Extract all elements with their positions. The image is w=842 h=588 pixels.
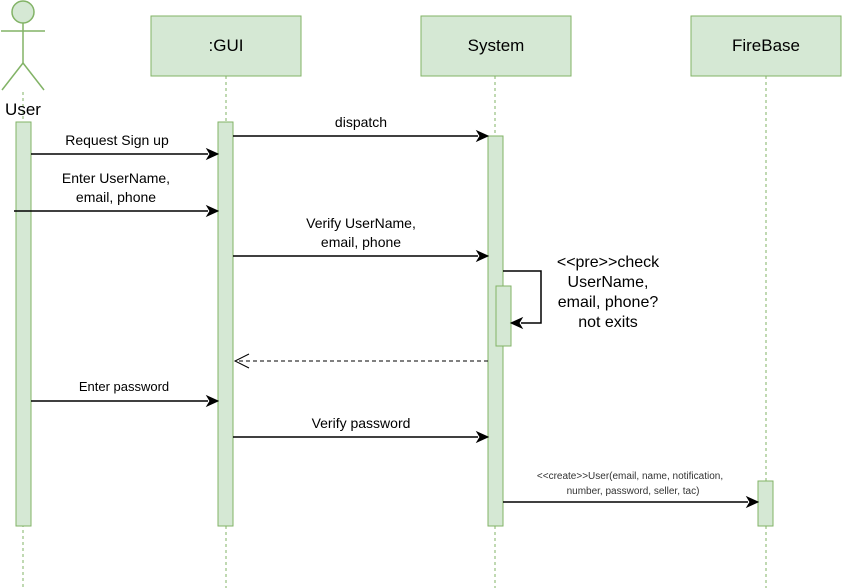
arrow-head (475, 129, 490, 143)
message-verify-username[interactable]: Verify UserName, email, phone (233, 215, 490, 263)
message-return[interactable] (233, 353, 488, 369)
message-create-user[interactable]: <<create>>User(email, name, notification… (503, 471, 760, 509)
arrow-head (509, 316, 524, 330)
note-line1: <<pre>>check (557, 254, 660, 271)
arrow-head (205, 147, 220, 161)
message-label: Request Sign up (65, 132, 169, 148)
message-label-line1: Enter UserName, (62, 170, 170, 186)
actor-right-leg (22, 62, 45, 91)
note-line2: UserName, (568, 274, 649, 291)
arrow-head (745, 495, 760, 509)
message-verify-password[interactable]: Verify password (233, 415, 490, 444)
lifeline-firebase[interactable]: FireBase (690, 15, 842, 77)
self-call-line (503, 270, 542, 324)
system-self-activation-bar[interactable] (495, 285, 512, 347)
lifeline-gui[interactable]: :GUI (150, 15, 302, 77)
message-label-line1: Verify UserName, (306, 215, 416, 231)
lifeline-label: :GUI (209, 36, 244, 55)
lifeline-system[interactable]: System (420, 15, 572, 77)
open-arrow-head (233, 353, 250, 369)
gui-activation-bar[interactable] (217, 121, 234, 527)
self-call-note: <<pre>>check UserName, email, phone? not… (557, 254, 660, 331)
message-self-check[interactable]: <<pre>>check UserName, email, phone? not… (503, 254, 660, 331)
lifeline-box[interactable] (690, 15, 842, 77)
lifeline-label: System (468, 36, 525, 55)
arrow-head (205, 204, 220, 218)
message-label-line1: <<create>>User(email, name, notification… (537, 471, 723, 482)
message-label-line2: email, phone (321, 234, 401, 250)
message-request-sign-up[interactable]: Request Sign up (31, 132, 220, 161)
actor-head (11, 0, 35, 24)
arrow-head (475, 249, 490, 263)
lifeline-box[interactable] (150, 15, 302, 77)
lifeline-label: FireBase (732, 36, 800, 55)
user-activation-bar[interactable] (15, 121, 32, 527)
note-line3: email, phone? (558, 294, 659, 311)
message-label: Verify password (312, 415, 411, 431)
message-enter-username[interactable]: Enter UserName, email, phone (14, 170, 220, 218)
message-label-line2: number, password, seller, tac) (567, 486, 700, 497)
user-actor: User (1, 0, 45, 119)
firebase-activation-bar[interactable] (757, 480, 774, 527)
message-label: Enter password (79, 379, 169, 394)
actor-label: User (5, 100, 41, 119)
actor-left-leg (1, 62, 24, 91)
lifeline-box[interactable] (420, 15, 572, 77)
message-enter-password[interactable]: Enter password (31, 379, 220, 408)
message-label: dispatch (335, 114, 387, 130)
arrow-head (205, 394, 220, 408)
message-dispatch[interactable]: dispatch (233, 114, 490, 143)
arrow-head (475, 430, 490, 444)
message-label-line2: email, phone (76, 189, 156, 205)
note-line4: not exits (578, 314, 638, 331)
